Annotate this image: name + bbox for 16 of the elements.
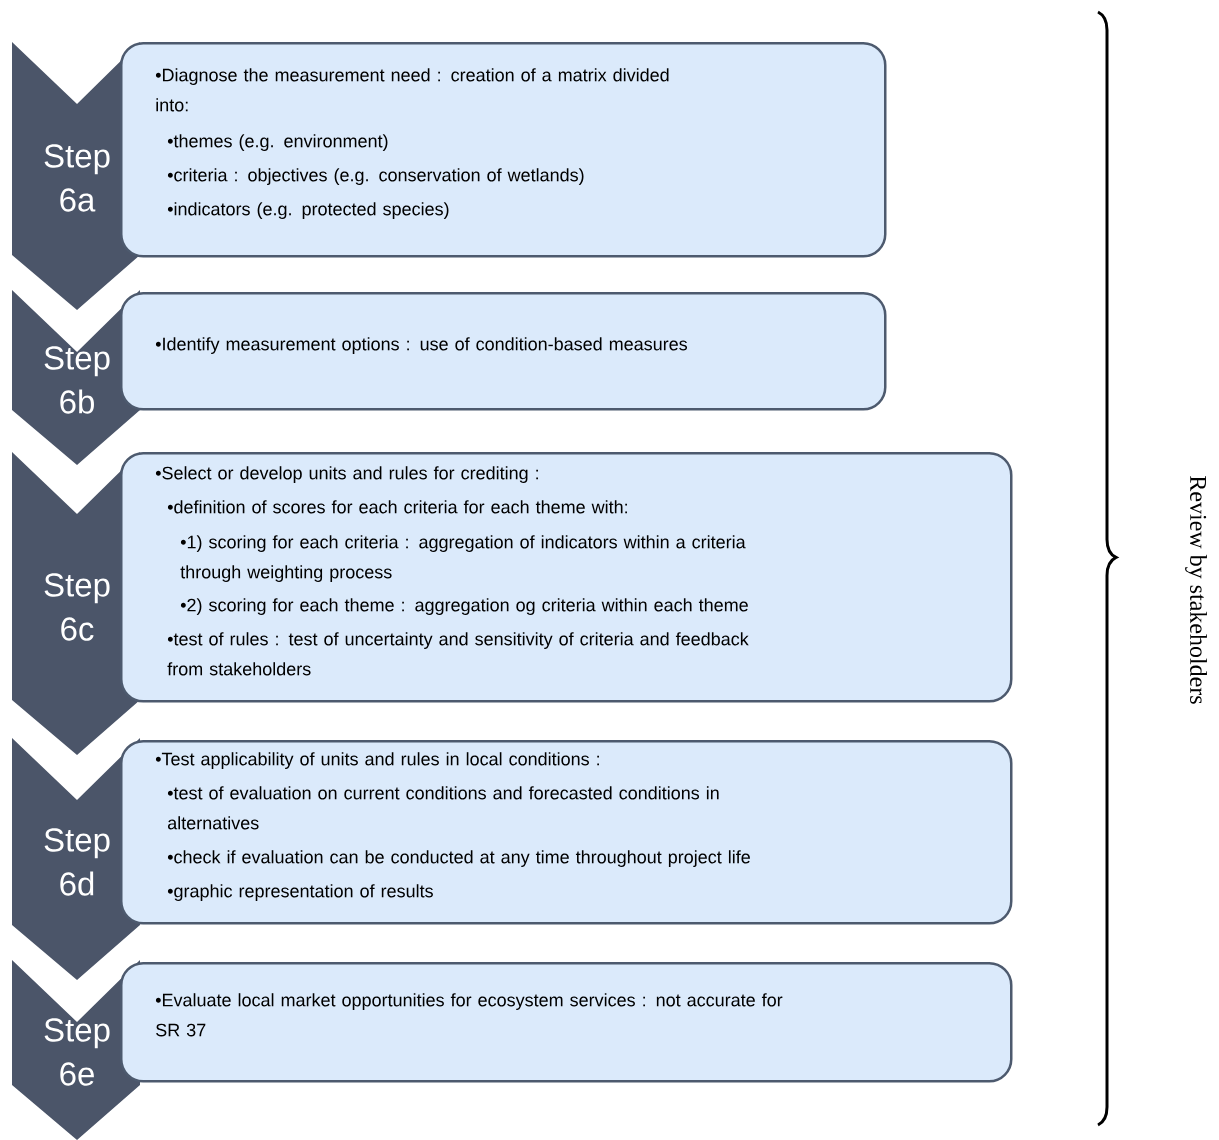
- bullet-item: •graphic representation of results: [167, 884, 433, 901]
- bullet-item: •check if evaluation can be conducted at any time throughout project life: [167, 850, 750, 867]
- bullet-item: •indicators (e.g. protected species): [167, 202, 449, 219]
- bullet-item: •criteria : objectives (e.g. conservation of wetlands): [167, 168, 584, 185]
- bullet-item: •Identify measurement options : use of condition-based measures: [155, 337, 688, 354]
- bullet-item: •2) scoring for each theme : aggregation og criteria within each theme: [180, 598, 748, 615]
- bullet-item: •Test applicability of units and rules in local conditions :: [155, 752, 599, 769]
- bullet-item: •1) scoring for each criteria : aggregation of indicators within a criteria through weighting process: [180, 535, 746, 582]
- bullet-item: •test of rules : test of uncertainty and sensitivity of criteria and feedback from stakeholders: [167, 632, 749, 676]
- bullet-item: •test of evaluation on current conditions and forecasted conditions in alternatives: [167, 786, 719, 830]
- bullet-item: •Diagnose the measurement need : creation of a matrix divided into:: [155, 68, 669, 112]
- brace-label: Review by stakeholders: [1185, 476, 1207, 704]
- bullet-item: •Evaluate local market opportunities for ecosystem services : not accurate for SR 37: [155, 993, 783, 1037]
- bullet-item: •themes (e.g. environment): [167, 134, 388, 151]
- bullet-item: •definition of scores for each criteria for each theme with:: [167, 500, 627, 514]
- bullet-item: •Select or develop units and rules for crediting :: [155, 466, 538, 483]
